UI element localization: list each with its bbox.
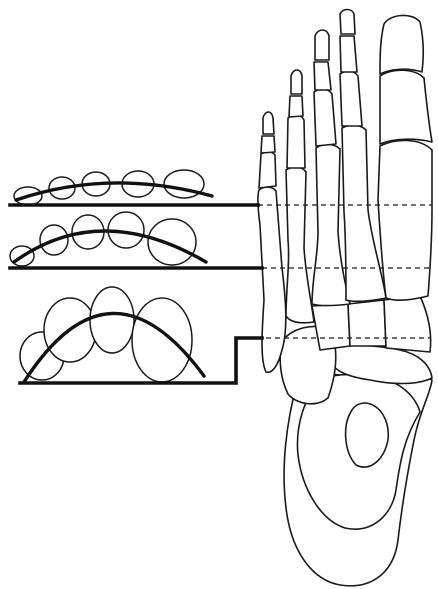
- section3-bone-3: [90, 287, 134, 353]
- phalanx-2-proximal: [340, 71, 362, 126]
- phalanx-5-distal: [263, 112, 274, 134]
- phalanx-2-distal: [340, 10, 355, 35]
- phalanx-1-distal: [380, 15, 423, 74]
- section2-bone-5: [148, 219, 196, 265]
- cross-section-proximal: [20, 287, 262, 383]
- phalanx-1-proximal: [380, 70, 432, 144]
- phalanx-4-middle: [289, 96, 303, 117]
- metatarsal-4: [286, 167, 314, 323]
- phalanx-3-distal: [315, 30, 329, 60]
- phalanx-4-distal: [291, 70, 302, 94]
- intermediate-cuneiform: [348, 300, 386, 346]
- metatarsal-5: [258, 187, 286, 372]
- cross-section-mid: [10, 212, 262, 268]
- metatarsal-1: [378, 140, 432, 300]
- section3-bone-4: [132, 298, 192, 382]
- phalanx-5-middle: [261, 136, 275, 153]
- phalanx-5-proximal: [259, 152, 276, 188]
- foot-skeleton: [258, 10, 432, 586]
- phalanx-2-middle: [340, 36, 357, 72]
- phalanx-3-proximal: [314, 89, 336, 146]
- phalanx-3-middle: [314, 62, 331, 90]
- medial-cuneiform: [384, 296, 431, 352]
- cross-section-distal: [10, 170, 258, 205]
- phalanx-4-proximal: [287, 115, 305, 168]
